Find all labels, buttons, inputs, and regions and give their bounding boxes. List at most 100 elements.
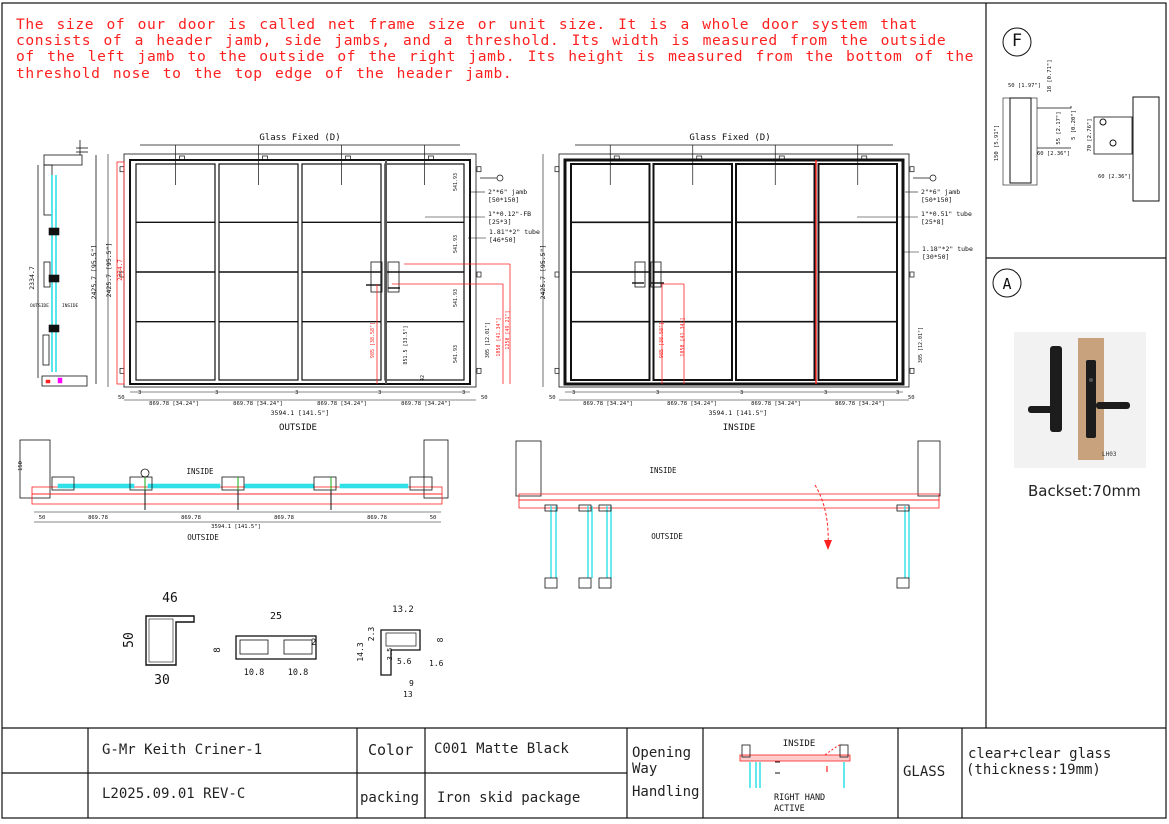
anchor-mark: [554, 166, 560, 173]
gap-dim: 3: [138, 390, 141, 396]
plan-outside: OUTSIDE: [187, 533, 219, 542]
plan-overall: 3594.1 [141.5"]: [211, 524, 261, 530]
callout: [25*8]: [921, 218, 944, 226]
detail-dim: 18 [0.71"]: [1047, 59, 1053, 92]
panel-width: 869.78 [34.24"]: [835, 401, 885, 407]
profile-dim: 10.8: [244, 668, 264, 678]
anchor-mark: [909, 367, 915, 374]
bracket: [1037, 106, 1072, 149]
profile-dim: 50: [122, 632, 137, 648]
handle-plate: [387, 261, 400, 293]
anchor-mark: [476, 271, 482, 278]
frame-rect: [239, 639, 269, 655]
height-dim-2: 2425.7 [95.5"]: [105, 243, 113, 298]
callout: [50*150]: [921, 196, 952, 204]
detail-mark-f: F: [1012, 31, 1022, 51]
handle-height: 985 [38.58"]: [659, 322, 665, 358]
panel-width: 869.78 [34.24"]: [149, 401, 199, 407]
row-height: 541.93: [453, 345, 459, 363]
seal: [45, 379, 51, 384]
section-height: 2334.7: [28, 266, 36, 290]
callout: [30*50]: [922, 253, 949, 261]
stile-section: [409, 476, 433, 491]
detail-dim: 50 [1.97"]: [1008, 83, 1041, 89]
glass-label-outside: Glass Fixed (D): [259, 133, 340, 143]
panel-bottom: [896, 577, 910, 589]
jamb-section: [515, 440, 542, 497]
anchor-mark: [262, 155, 268, 161]
panel-top: [544, 504, 558, 512]
jamb-section: [423, 439, 449, 499]
plan-depth: 150: [18, 461, 24, 471]
frame-rect: [283, 639, 313, 655]
height-dim: 2425.7 [95.5"]: [90, 245, 98, 300]
anchor-mark: [119, 166, 125, 173]
door-frame: [563, 158, 905, 386]
callout: [46*50]: [489, 236, 516, 244]
section-outside: OUTSIDE: [30, 303, 49, 309]
detail-f-marker: [929, 174, 937, 182]
glass-section: [244, 483, 315, 489]
hinge-plate: [1093, 116, 1133, 155]
panel-bottom: [578, 577, 592, 589]
handle-model: LH03: [1102, 451, 1117, 458]
threshold-red: [518, 493, 940, 501]
callout: 2"*6" jamb: [921, 188, 960, 196]
stile-section: [129, 476, 153, 491]
height-dim: 2425.7 [95.5"]: [539, 245, 547, 300]
packing-value: Iron skid package: [437, 790, 581, 806]
profile-dim: 46: [162, 591, 178, 606]
mini-swing-arc-icon: [824, 743, 843, 756]
gap-dim: 3: [378, 390, 381, 396]
plan-panel: 869.78: [88, 515, 108, 521]
edge-dim: 50: [481, 395, 488, 401]
gap-dim: 3: [896, 390, 899, 396]
handle-photo: LH03: [1014, 332, 1146, 468]
profile-dim: 13: [403, 690, 413, 699]
callout: 2"*6" jamb: [488, 188, 527, 196]
panel-width: 869.78 [34.24"]: [401, 401, 451, 407]
color-value: C001 Matte Black: [434, 741, 569, 757]
header-profile: [43, 154, 83, 166]
open-plan-outside: OUTSIDE: [651, 532, 683, 541]
anchor-mark: [909, 166, 915, 173]
plan-panel: 869.78: [181, 515, 201, 521]
profile-dim: 8: [213, 647, 223, 652]
lever-handle-icon: LH03: [1028, 338, 1130, 460]
seal: [57, 377, 63, 384]
anchor-mark: [778, 155, 785, 161]
glass-value: clear+clear glass: [968, 746, 1112, 762]
mini-jamb: [741, 744, 751, 758]
anchor-mark: [179, 155, 185, 161]
lock-block: [43, 261, 51, 288]
profile-dim: 5.6: [397, 657, 412, 666]
plan-edge: 50: [39, 515, 46, 521]
callout: [25*3]: [488, 218, 511, 226]
outer-frame: [558, 153, 910, 388]
size-definition-note: The size of our door is called net frame…: [16, 16, 975, 82]
handle-plate: [634, 261, 646, 288]
detail-dim: 150 [5.91"]: [994, 125, 1000, 161]
swing-arrow-icon: [824, 540, 832, 550]
jamb-section: [19, 439, 51, 499]
threshold-red: [31, 493, 443, 505]
sill-dim: 42: [420, 375, 426, 381]
panel-width: 869.78 [34.24"]: [233, 401, 283, 407]
callout: 1"*0.51" tube: [921, 210, 972, 218]
profile-dim: 2: [311, 638, 316, 648]
red-height-dim: [116, 161, 125, 385]
handle-height: 1050 [41.34"]: [680, 317, 686, 356]
glazing-bead-profile: [380, 629, 421, 676]
threshold-red: [518, 499, 940, 509]
row-height: 541.93: [453, 173, 459, 191]
glass-thickness: (thickness:19mm): [966, 762, 1101, 778]
profile-dim: 13.2: [392, 605, 414, 615]
bottom-dim: 305 [12.01"]: [485, 322, 491, 358]
handle-plate: [370, 261, 383, 293]
mini-jamb: [839, 744, 849, 758]
glass-section: [147, 483, 221, 489]
profile-dim: 8: [436, 637, 445, 642]
detail-dim: 60 [2.36"]: [1098, 174, 1131, 180]
detail-f-circle: [1002, 27, 1032, 57]
anchor-mark: [428, 155, 434, 161]
